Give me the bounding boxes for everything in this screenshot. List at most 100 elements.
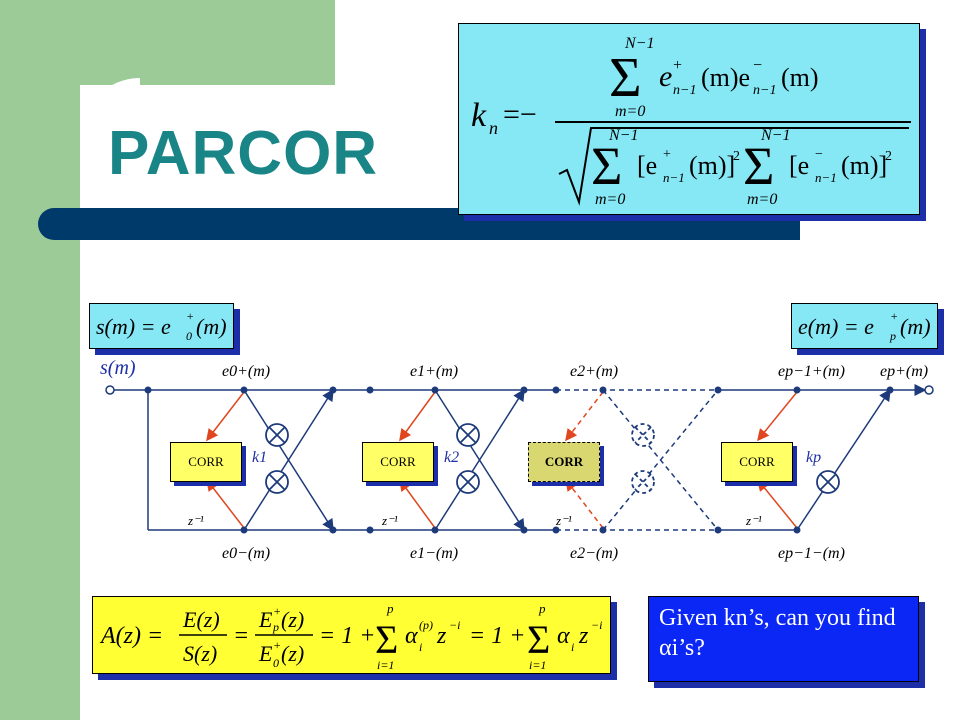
svg-text:[e: [e xyxy=(789,151,809,180)
kn-formula: k n =− N−1 Σ m=0 e + n−1 (m)e − n−1 (m) … xyxy=(471,35,911,208)
svg-text:m=0: m=0 xyxy=(747,191,777,208)
svg-text:(m)]: (m)] xyxy=(689,151,735,180)
svg-text:n−1: n−1 xyxy=(663,170,685,185)
svg-text:= 1 +: = 1 + xyxy=(319,623,375,649)
svg-text:p: p xyxy=(386,601,394,616)
multiplier-icon xyxy=(265,423,289,447)
svg-text:e: e xyxy=(659,60,672,93)
svg-text:−: − xyxy=(753,57,762,74)
svg-text:n−1: n−1 xyxy=(673,83,696,98)
node-label-bottom: ep−1−(m) xyxy=(778,545,845,562)
delay-label: z⁻¹ xyxy=(745,513,762,528)
svg-text:i: i xyxy=(419,640,422,654)
multiplier-icon xyxy=(456,470,480,494)
svg-text:−i: −i xyxy=(591,618,602,632)
transfer-function: A(z) = E(z) S(z) = E + p (z) E + 0 (z) =… xyxy=(99,601,602,672)
svg-text:+: + xyxy=(273,604,281,618)
svg-text:n−1: n−1 xyxy=(753,83,776,98)
node-label-bottom: e1−(m) xyxy=(410,545,458,562)
delay-label: z⁻¹ xyxy=(187,513,204,528)
svg-text:+: + xyxy=(663,147,671,162)
svg-text:[e: [e xyxy=(637,151,657,180)
question-box: Given kn’s, can you find αi’s? xyxy=(648,596,919,682)
k2-label: k2 xyxy=(444,449,459,466)
svg-text:0: 0 xyxy=(273,656,279,670)
svg-text:+: + xyxy=(186,309,194,323)
node-label-bottom: e0−(m) xyxy=(222,545,270,562)
svg-text:+: + xyxy=(890,309,898,323)
multiplier-icon xyxy=(456,423,480,447)
svg-text:p: p xyxy=(272,620,279,634)
svg-text:Σ: Σ xyxy=(375,617,398,662)
svg-text:E: E xyxy=(258,641,273,666)
node-label-top: e2+(m) xyxy=(570,363,618,380)
svg-text:−: − xyxy=(815,147,823,162)
svg-text:i=1: i=1 xyxy=(529,658,546,672)
input-equation: s(m) = e + 0 (m) xyxy=(96,309,227,343)
svg-text:i: i xyxy=(571,640,574,654)
svg-text:2: 2 xyxy=(885,149,892,164)
svg-text:z: z xyxy=(578,623,589,649)
svg-text:=−: =− xyxy=(503,98,537,131)
svg-text:Σ: Σ xyxy=(527,617,550,662)
node-label-top: ep+(m) xyxy=(880,363,928,380)
multiplier-icon xyxy=(816,470,840,494)
svg-text:α: α xyxy=(557,623,570,649)
output-equation-box: e(m) = e + p (m) xyxy=(791,303,938,349)
corr-block-dashed: CORR xyxy=(528,442,600,482)
svg-text:+: + xyxy=(273,638,281,652)
slide-title: PARCOR xyxy=(108,119,379,188)
svg-text:0: 0 xyxy=(186,329,192,343)
svg-text:e(m) = e: e(m) = e xyxy=(798,314,874,339)
svg-text:(m): (m) xyxy=(900,314,931,339)
corr-block: CORR xyxy=(362,442,434,482)
svg-text:Σ: Σ xyxy=(609,47,642,109)
multiplier-icon xyxy=(631,423,655,447)
node-label-bottom: e2−(m) xyxy=(570,545,618,562)
svg-text:p: p xyxy=(538,601,546,616)
delay-label: z⁻¹ xyxy=(381,513,398,528)
k1-label: k1 xyxy=(252,449,267,466)
node-label-top: e0+(m) xyxy=(222,363,270,380)
svg-text:A(z) =: A(z) = xyxy=(99,623,163,649)
svg-text:α: α xyxy=(405,623,418,649)
svg-text:= 1 +: = 1 + xyxy=(469,623,525,649)
transfer-function-box: A(z) = E(z) S(z) = E + p (z) E + 0 (z) =… xyxy=(92,596,611,674)
svg-text:(z): (z) xyxy=(281,607,304,632)
svg-text:k: k xyxy=(471,97,487,134)
node-label-top: ep−1+(m) xyxy=(778,363,845,380)
svg-text:m=0: m=0 xyxy=(595,191,625,208)
svg-text:Σ: Σ xyxy=(591,136,622,196)
input-label: s(m) xyxy=(100,357,136,379)
svg-text:Σ: Σ xyxy=(743,136,774,196)
input-terminal xyxy=(105,385,115,395)
svg-text:z: z xyxy=(436,623,447,649)
svg-text:N−1: N−1 xyxy=(624,35,654,52)
svg-text:E(z): E(z) xyxy=(182,607,220,632)
svg-text:p: p xyxy=(889,329,896,343)
svg-text:(m)]: (m)] xyxy=(841,151,887,180)
svg-text:(m): (m) xyxy=(781,63,819,92)
svg-text:s(m) = e: s(m) = e xyxy=(96,314,171,339)
question-text: Given kn’s, can you find αi’s? xyxy=(659,605,896,661)
svg-text:(p): (p) xyxy=(419,618,433,632)
svg-text:n−1: n−1 xyxy=(815,170,837,185)
svg-text:S(z): S(z) xyxy=(183,641,217,666)
kn-formula-box: k n =− N−1 Σ m=0 e + n−1 (m)e − n−1 (m) … xyxy=(458,23,920,215)
corr-block: CORR xyxy=(721,442,793,482)
svg-text:E: E xyxy=(258,607,273,632)
node-label-top: e1+(m) xyxy=(410,363,458,380)
svg-text:(m)e: (m)e xyxy=(701,63,750,92)
left-sidebar-band xyxy=(0,0,80,720)
svg-text:m=0: m=0 xyxy=(615,103,645,120)
kp-label: kp xyxy=(806,449,821,466)
svg-text:=: = xyxy=(233,623,249,649)
output-terminal xyxy=(924,385,934,395)
svg-text:−i: −i xyxy=(449,618,460,632)
top-green-band xyxy=(80,0,335,85)
svg-text:+: + xyxy=(673,57,682,74)
multiplier-icon xyxy=(265,470,289,494)
input-equation-box: s(m) = e + 0 (m) xyxy=(89,303,234,349)
svg-text:(m): (m) xyxy=(196,314,227,339)
